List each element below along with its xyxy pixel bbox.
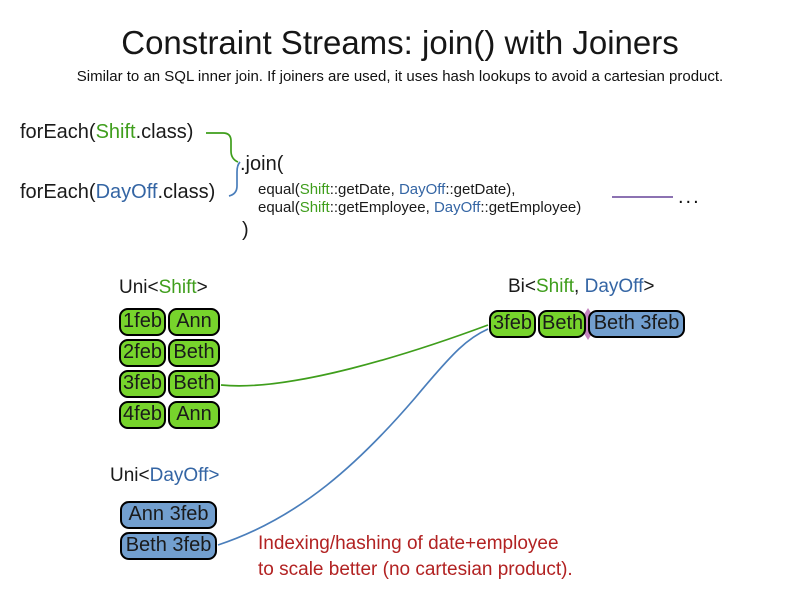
dayoff-class-token: DayOff <box>398 181 446 198</box>
code-text: .class) <box>157 181 216 203</box>
uni-shift-table: 1feb Ann 2feb Beth 3feb Beth 4feb Ann <box>119 308 220 429</box>
dayoff-class-token: DayOff <box>149 465 209 486</box>
code-foreach-dayoff: forEach(DayOff.class) <box>20 181 215 204</box>
bi-shift-date-cell: 3feb <box>489 310 536 338</box>
code-text: equal( <box>258 199 300 216</box>
code-foreach-shift: forEach(Shift.class) <box>20 121 193 144</box>
uni-dayoff-table: Ann 3feb Beth 3feb <box>120 501 217 560</box>
bi-result-row: 3feb Beth Beth 3feb <box>489 310 685 338</box>
table-row: 3feb Beth <box>119 370 220 398</box>
page-subtitle: Similar to an SQL inner join. If joiners… <box>76 68 724 85</box>
dayoff-pair-cell: Ann 3feb <box>120 501 217 529</box>
label-text: > <box>208 465 220 486</box>
label-text: > <box>196 277 208 298</box>
shift-class-token: Shift <box>299 199 330 216</box>
dayoff-to-bi-connector <box>217 328 489 546</box>
bi-shift-employee-cell: Beth <box>538 310 586 338</box>
shift-date-cell: 4feb <box>119 401 166 429</box>
table-row: 1feb Ann <box>119 308 220 336</box>
label-text: Bi< <box>508 276 536 297</box>
dayoff-class-token: DayOff <box>584 276 644 297</box>
code-joiner-date: equal(Shift::getDate, DayOff::getDate), <box>258 181 515 198</box>
code-text: equal( <box>258 181 300 198</box>
code-text: forEach( <box>20 121 96 143</box>
note-line: Indexing/hashing of date+employee <box>258 533 559 554</box>
dayoff-pair-cell: Beth 3feb <box>120 532 217 560</box>
shift-date-cell: 3feb <box>119 370 166 398</box>
code-text: ::getDate), <box>445 181 516 198</box>
code-joiner-employee: equal(Shift::getEmployee, DayOff::getEmp… <box>258 199 581 216</box>
label-text: Uni< <box>119 277 159 298</box>
shift-class-token: Shift <box>536 276 575 297</box>
table-row: 2feb Beth <box>119 339 220 367</box>
label-text: > <box>643 276 655 297</box>
table-row: 4feb Ann <box>119 401 220 429</box>
uni-dayoff-label: Uni<DayOff> <box>110 465 220 487</box>
dayoff-class-token: DayOff <box>95 181 158 203</box>
label-text: Uni< <box>110 465 150 486</box>
bi-label: Bi<Shift, DayOff> <box>508 276 654 298</box>
shift-date-cell: 1feb <box>119 308 166 336</box>
code-text: ::getEmployee, <box>329 199 434 216</box>
shift-join-brace <box>206 132 239 163</box>
dayoff-class-token: DayOff <box>433 199 481 216</box>
shift-employee-cell: Beth <box>168 370 220 398</box>
shift-class-token: Shift <box>95 121 136 143</box>
code-join-open: .join( <box>240 153 284 175</box>
shift-to-bi-connector <box>220 324 489 387</box>
code-text: ::getDate, <box>329 181 399 198</box>
shift-employee-cell: Beth <box>168 339 220 367</box>
code-text: forEach( <box>20 181 96 203</box>
joiner-ellipsis: ... <box>678 186 701 208</box>
code-join-close: ) <box>242 219 249 241</box>
label-text: , <box>574 276 585 297</box>
shift-class-token: Shift <box>299 181 330 198</box>
indexing-note: Indexing/hashing of date+employee to sca… <box>258 531 573 583</box>
uni-shift-label: Uni<Shift> <box>119 277 208 299</box>
shift-employee-cell: Ann <box>168 401 220 429</box>
page-title: Constraint Streams: join() with Joiners <box>121 24 679 61</box>
note-line: to scale better (no cartesian product). <box>258 559 573 580</box>
shift-employee-cell: Ann <box>168 308 220 336</box>
shift-date-cell: 2feb <box>119 339 166 367</box>
shift-class-token: Shift <box>158 277 197 298</box>
code-text: .class) <box>135 121 194 143</box>
dayoff-join-brace <box>228 161 241 197</box>
bi-dayoff-cell: Beth 3feb <box>588 310 685 338</box>
code-text: ::getEmployee) <box>480 199 582 216</box>
